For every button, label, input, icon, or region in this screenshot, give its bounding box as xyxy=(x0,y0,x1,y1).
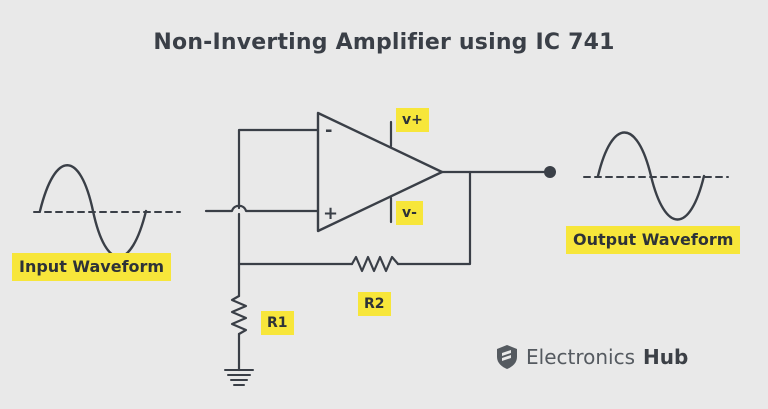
r2-resistor xyxy=(350,255,400,273)
output-waveform-label: Output Waveform xyxy=(566,226,741,254)
vplus-label: v+ xyxy=(396,108,429,132)
logo-text: Electronics xyxy=(526,345,636,369)
output-terminal-dot xyxy=(544,166,556,178)
vminus-label: v- xyxy=(396,201,423,225)
non-inverting-input-wire xyxy=(204,204,320,213)
page-title: Non-Inverting Amplifier using IC 741 xyxy=(153,30,615,55)
op-amp-triangle xyxy=(316,111,444,233)
inverting-input-wire xyxy=(237,128,320,210)
electronics-hub-logo: Electronics Hub xyxy=(496,342,688,372)
ground-icon xyxy=(224,369,254,386)
logo-text-bold: Hub xyxy=(643,345,689,369)
r1-resistor xyxy=(230,294,248,336)
feedback-wire xyxy=(237,170,472,266)
electronics-hub-logo-icon xyxy=(497,345,517,369)
inverting-sign: - xyxy=(325,120,332,141)
r1-label: R1 xyxy=(261,311,294,335)
r2-label: R2 xyxy=(358,292,391,316)
input-waveform-label: Input Waveform xyxy=(12,253,172,281)
non-inverting-sign: + xyxy=(323,203,338,224)
